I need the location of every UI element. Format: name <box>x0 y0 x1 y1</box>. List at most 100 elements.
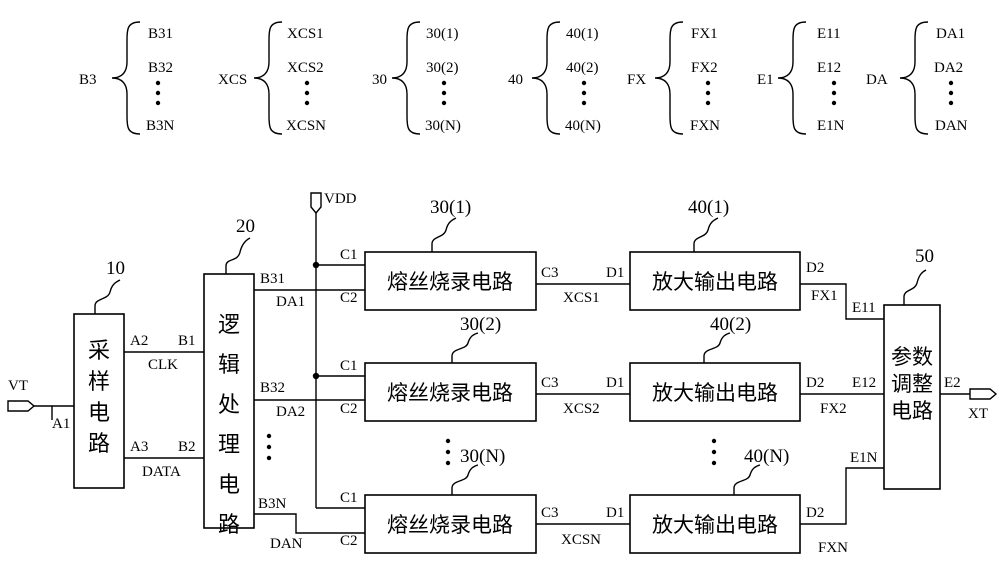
legend-item: FXN <box>690 118 720 134</box>
fuse-burn-label: 熔丝烧录电路 <box>387 513 513 537</box>
pin-d2: D2 <box>806 505 824 521</box>
pin-xt: XT <box>968 406 988 422</box>
legend-head-e1: E1 <box>757 72 774 88</box>
legend-item: E12 <box>817 60 841 76</box>
wire-fxn <box>800 467 884 525</box>
legend-head-b3: B3 <box>79 72 97 88</box>
legend-brace <box>777 21 807 135</box>
vdd-port-icon <box>310 192 322 215</box>
pin-c2: C2 <box>340 290 358 306</box>
pin-vt: VT <box>8 378 28 394</box>
sampling-circuit-block <box>73 313 125 489</box>
junction-dot <box>312 261 320 269</box>
legend-item: 40(1) <box>566 26 599 42</box>
pin-b2: B2 <box>178 439 196 455</box>
legend-item: 40(2) <box>566 60 599 76</box>
wires <box>34 213 970 534</box>
signal-da-row1: DA1 <box>276 294 305 310</box>
fuse-burn-circuit-2 <box>364 362 537 422</box>
pin-c2: C2 <box>340 401 358 417</box>
legend-item: B31 <box>148 26 173 42</box>
legend-head-xcs: XCS <box>218 72 247 88</box>
legend-item: DAN <box>935 118 968 134</box>
logic-circuit-block <box>203 273 255 529</box>
legend-item: 30(2) <box>426 60 459 76</box>
legend-item: E11 <box>817 26 841 42</box>
amp-output-label: 放大输出电路 <box>652 270 778 294</box>
leader-30-1 <box>431 217 457 252</box>
leader-30-2 <box>451 332 479 363</box>
legend-brace <box>531 21 561 135</box>
ref-30-2: 30(2) <box>460 314 501 335</box>
legend-item: FX1 <box>691 26 718 42</box>
legend-item: 30(1) <box>426 26 459 42</box>
legend-item: B3N <box>146 118 175 134</box>
ref-10: 10 <box>106 258 125 279</box>
pin-a1: A1 <box>52 416 70 432</box>
pin-c3: C3 <box>541 265 559 281</box>
legend-brace <box>391 21 421 135</box>
leader-40-n <box>733 464 761 495</box>
junction-dot <box>312 372 320 380</box>
pin-c2: C2 <box>340 533 358 549</box>
ref-40-n: 40(N) <box>744 446 789 467</box>
legend-item: E1N <box>817 118 845 134</box>
legend-item: FX2 <box>691 60 718 76</box>
legend-brace <box>899 21 929 135</box>
ref-40-1: 40(1) <box>688 197 729 218</box>
pin-c1: C1 <box>340 247 358 263</box>
vt-port-icon <box>7 400 36 412</box>
signal-data: DATA <box>142 464 181 480</box>
pin-c1: C1 <box>340 490 358 506</box>
pin-a3: A3 <box>130 439 148 455</box>
amp-output-label: 放大输出电路 <box>652 513 778 537</box>
legend: B3 B31 B32 B3N XCS XCS1 XCS2 XCSN 30 30(… <box>79 21 968 135</box>
legend-brace <box>253 21 283 135</box>
pin-c1: C1 <box>340 358 358 374</box>
amp-output-circuit-1 <box>629 251 801 311</box>
signal-xcs-row1: XCS1 <box>563 290 600 306</box>
legend-item: XCS1 <box>287 26 324 42</box>
pin-b3-row2: B32 <box>260 380 285 396</box>
amp-output-label: 放大输出电路 <box>652 381 778 405</box>
legend-head-da: DA <box>866 72 888 88</box>
pin-b1: B1 <box>178 333 196 349</box>
pin-d1: D1 <box>606 265 624 281</box>
wire-b3n <box>254 513 365 534</box>
legend-item: XCSN <box>286 118 326 134</box>
signal-fx-rown: FXN <box>818 540 848 556</box>
legend-item: XCS2 <box>287 60 324 76</box>
signal-da-rown: DAN <box>270 536 303 552</box>
pin-c3: C3 <box>541 505 559 521</box>
fuse-burn-label: 熔丝烧录电路 <box>387 270 513 294</box>
legend-item: 40(N) <box>565 118 601 134</box>
pin-b3-rown: B3N <box>258 496 287 512</box>
ref-40-2: 40(2) <box>710 314 751 335</box>
amp-output-circuit-2 <box>629 362 801 422</box>
pin-a2: A2 <box>130 333 148 349</box>
pin-e2: E2 <box>944 375 961 391</box>
xt-port-icon <box>969 388 998 400</box>
leader-20 <box>225 237 251 274</box>
legend-item: DA2 <box>934 60 963 76</box>
signal-clk: CLK <box>148 357 178 373</box>
legend-item: 30(N) <box>425 118 461 134</box>
leader-30-n <box>451 464 479 495</box>
fuse-burn-circuit-1 <box>364 251 537 311</box>
signal-xcs-row2: XCS2 <box>563 401 600 417</box>
legend-item: DA1 <box>936 26 965 42</box>
ref-30-n: 30(N) <box>460 446 505 467</box>
legend-brace <box>654 21 684 135</box>
pin-b3-row1: B31 <box>260 271 285 287</box>
pin-d1: D1 <box>606 375 624 391</box>
pin-d1: D1 <box>606 505 624 521</box>
signal-fx-row2: FX2 <box>820 401 847 417</box>
signal-xcs-rown: XCSN <box>561 532 601 548</box>
legend-head-40: 40 <box>508 72 523 88</box>
pin-e1-row2: E12 <box>852 375 876 391</box>
pin-vdd: VDD <box>324 191 357 207</box>
legend-head-fx: FX <box>627 72 646 88</box>
wire-fx1 <box>800 283 884 320</box>
